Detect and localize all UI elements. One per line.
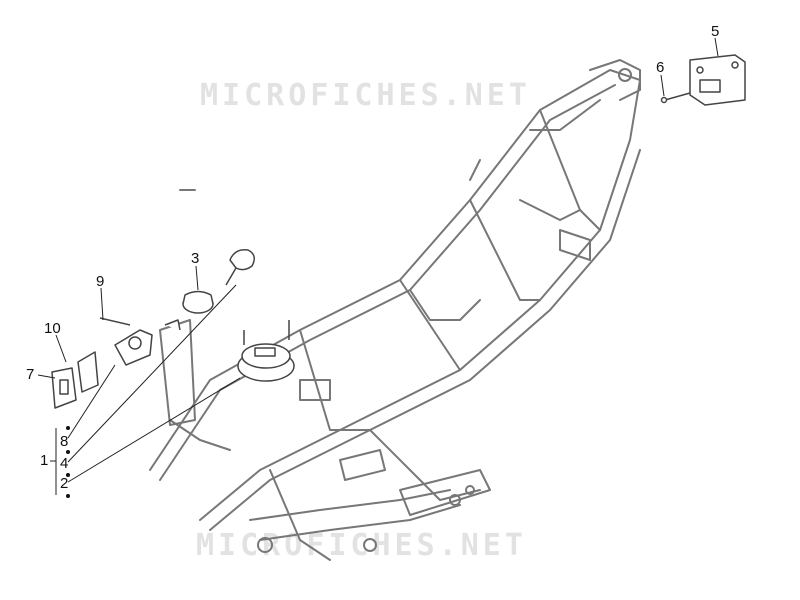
bracket-part-5 [689, 54, 746, 106]
leader-7 [37, 374, 56, 379]
leader-3 [195, 265, 199, 291]
fuel-cap-part-2 [237, 320, 295, 382]
callout-8: 8 [60, 433, 69, 450]
leader-9 [100, 287, 104, 321]
frame-fitting-left [257, 537, 273, 553]
leader-5 [714, 37, 719, 57]
watermark-bottom: MICROFICHES.NET [196, 528, 527, 563]
callout-7: 7 [26, 366, 35, 383]
bullet-2 [66, 473, 70, 477]
bullet-4 [66, 450, 70, 454]
frame-fitting-top [618, 68, 632, 82]
bullet-8 [66, 426, 70, 430]
lock-part-9 [99, 317, 181, 366]
leader-8 [67, 364, 116, 439]
frame-body [149, 59, 641, 561]
callout-5: 5 [711, 23, 720, 40]
callout-3: 3 [191, 250, 200, 267]
switch-part-7 [51, 367, 77, 409]
callout-1: 1 [40, 452, 49, 469]
callout-10: 10 [44, 320, 61, 337]
screw-part-6 [660, 92, 691, 104]
key-part [225, 248, 255, 286]
bullet-end [66, 494, 70, 498]
leader-4 [67, 284, 237, 463]
leader-2 [67, 377, 241, 483]
callout-2: 2 [60, 475, 69, 492]
callout-4: 4 [60, 455, 69, 472]
watermark-top: MICROFICHES.NET [200, 78, 531, 113]
leader-6 [660, 74, 665, 97]
callout-6: 6 [656, 59, 665, 76]
plate-part-10 [77, 351, 99, 393]
callout-9: 9 [96, 273, 105, 290]
leader-10 [55, 334, 67, 363]
frame-fitting-bottom [363, 538, 377, 552]
sleeve-part-3 [182, 290, 214, 314]
